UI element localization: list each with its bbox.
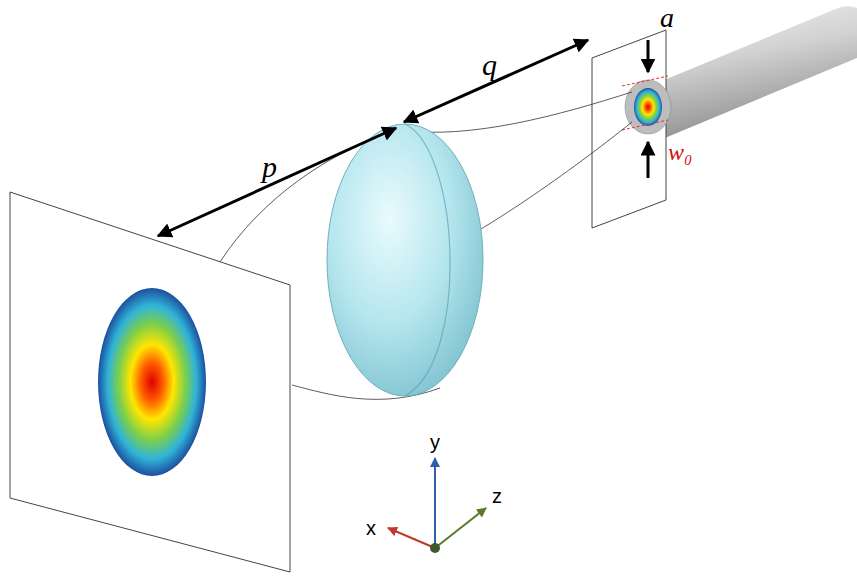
axis-triad <box>388 458 486 553</box>
aperture-arrow <box>647 40 650 72</box>
waist-label: w₀ <box>668 140 692 164</box>
beam-envelope <box>220 92 632 399</box>
distance-arrow <box>158 128 396 236</box>
fiber-core <box>625 80 671 134</box>
axis-label: y <box>430 432 440 452</box>
image-spot <box>98 288 206 476</box>
distance-arrow <box>404 40 588 122</box>
aperture-label: a <box>660 4 674 32</box>
axis-label: z <box>492 486 502 506</box>
axis-label: x <box>366 518 376 538</box>
source-spot <box>634 88 662 126</box>
image-plane <box>10 192 290 572</box>
distance-label: p <box>262 152 277 182</box>
lens <box>327 124 483 396</box>
aperture-arrow <box>647 142 650 178</box>
distance-label: q <box>482 50 497 80</box>
